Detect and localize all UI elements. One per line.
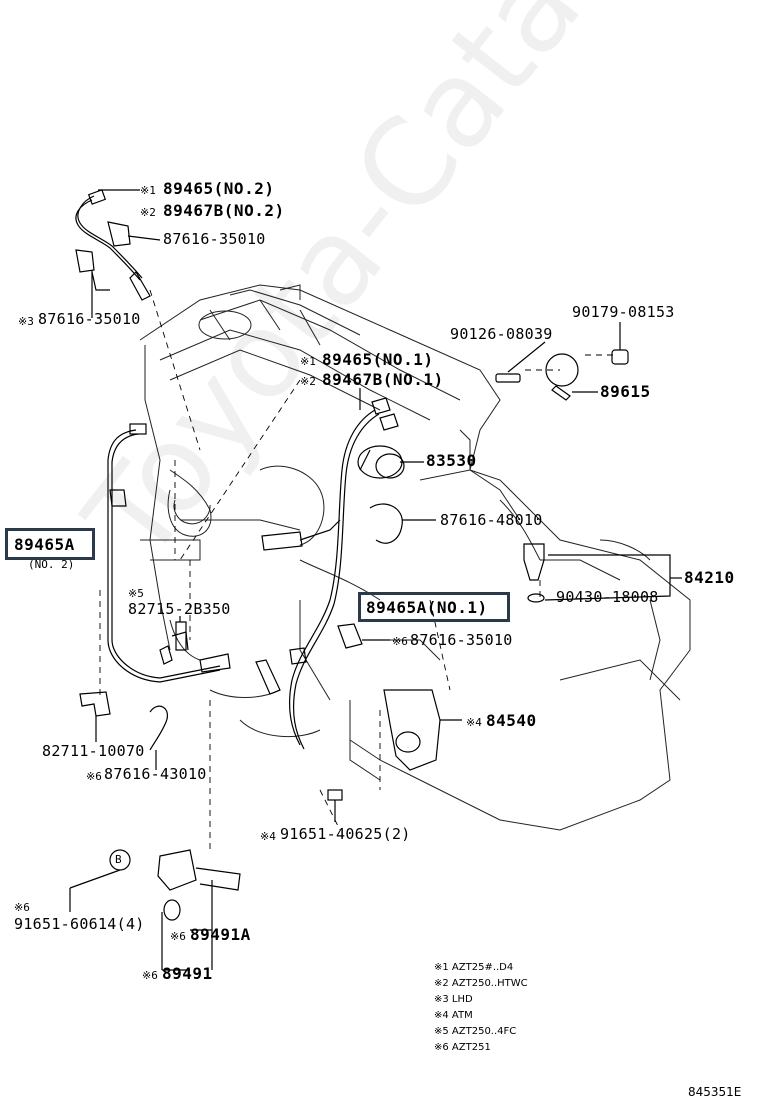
part-83530 bbox=[357, 445, 405, 479]
leader-90126 bbox=[507, 341, 546, 373]
part-number-89491a: 89491A bbox=[190, 925, 251, 944]
note-mark: ※6 bbox=[170, 930, 186, 943]
note-mark: ※2 bbox=[300, 375, 316, 388]
note-line: ※4 ATM bbox=[434, 1010, 473, 1021]
part-84540 bbox=[383, 689, 462, 771]
part-84210 bbox=[523, 543, 682, 603]
part-number-89467b-no1: 89467B(NO.1) bbox=[322, 370, 444, 389]
note-line: ※1 AZT25#..D4 bbox=[434, 962, 514, 973]
part-number-87616-35010: 87616-35010 bbox=[163, 230, 266, 248]
part-number-91651-60614: 91651-60614(4) bbox=[14, 915, 145, 933]
part-number-89491: 89491 bbox=[162, 964, 213, 983]
sensor-no2-left bbox=[107, 423, 231, 683]
part-number-89465a-no2: 89465A bbox=[14, 535, 75, 554]
part-number-87616-35010-azt251: 87616-35010 bbox=[410, 631, 513, 649]
note-mark: ※2 bbox=[140, 206, 156, 219]
part-number-90126-08039: 90126-08039 bbox=[450, 325, 553, 343]
note-mark: ※5 bbox=[128, 587, 144, 600]
part-number-89465-no2: 89465(NO.2) bbox=[163, 179, 275, 198]
figure-id: 845351E bbox=[688, 1085, 742, 1099]
note-line: ※2 AZT250..HTWC bbox=[434, 978, 528, 989]
highlight-box-89465a-no2 bbox=[5, 528, 95, 560]
note-mark: ※4 bbox=[466, 716, 482, 729]
note-mark: ※4 bbox=[260, 830, 276, 843]
dashed-guides bbox=[99, 289, 615, 850]
sensor-no2-top bbox=[75, 189, 161, 318]
note-mark: ※1 bbox=[300, 355, 316, 368]
part-number-84540: 84540 bbox=[486, 711, 537, 730]
part-number-82711-10070: 82711-10070 bbox=[42, 742, 145, 760]
part-number-91651-40625: 91651-40625(2) bbox=[280, 825, 411, 843]
part-number-87616-48010: 87616-48010 bbox=[440, 511, 543, 529]
part-number-90430-18008: 90430-18008 bbox=[556, 588, 659, 606]
part-number-89615: 89615 bbox=[600, 382, 651, 401]
note-mark: ※6 bbox=[86, 770, 102, 783]
applicability-notes: ※1 AZT25#..D4 ※2 AZT250..HTWC ※3 LHD ※4 … bbox=[434, 960, 528, 1056]
part-clip-87616-35010 bbox=[337, 623, 363, 649]
part-number-89467b-no2: 89467B(NO.2) bbox=[163, 201, 285, 220]
part-number-87616-35010-lhd: 87616-35010 bbox=[38, 310, 141, 328]
part-87616-43010 bbox=[149, 705, 168, 751]
part-number-89465-no1: 89465(NO.1) bbox=[322, 350, 434, 369]
part-89491 bbox=[69, 849, 241, 971]
part-87616-48010 bbox=[369, 503, 403, 544]
note-mark: ※1 bbox=[140, 184, 156, 197]
ref-letter-b: B bbox=[115, 853, 122, 866]
part-sub-no2: (NO. 2) bbox=[28, 558, 75, 571]
sensor-no1-center bbox=[255, 388, 399, 750]
part-number-87616-43010: 87616-43010 bbox=[104, 765, 207, 783]
note-mark: ※3 bbox=[18, 315, 34, 328]
note-mark: ※6 bbox=[142, 969, 158, 982]
highlight-box-89465a-no1 bbox=[358, 592, 510, 622]
note-mark: ※6 bbox=[392, 635, 408, 648]
part-number-90179-08153: 90179-08153 bbox=[572, 303, 675, 321]
note-line: ※3 LHD bbox=[434, 994, 473, 1005]
part-number-83530: 83530 bbox=[426, 451, 477, 470]
part-number-89465a-no1: 89465A(NO.1) bbox=[366, 598, 488, 617]
note-line: ※5 AZT250..4FC bbox=[434, 1026, 517, 1037]
part-number-82715-2b350: 82715-2B350 bbox=[128, 600, 231, 618]
part-82711-10070 bbox=[79, 691, 111, 717]
note-line: ※6 AZT251 bbox=[434, 1042, 491, 1053]
part-number-84210: 84210 bbox=[684, 568, 735, 587]
part-82715-2B350 bbox=[175, 621, 187, 651]
note-mark: ※6 bbox=[14, 901, 30, 914]
engine-block-outline bbox=[139, 284, 691, 831]
part-91651-40625 bbox=[327, 789, 343, 822]
